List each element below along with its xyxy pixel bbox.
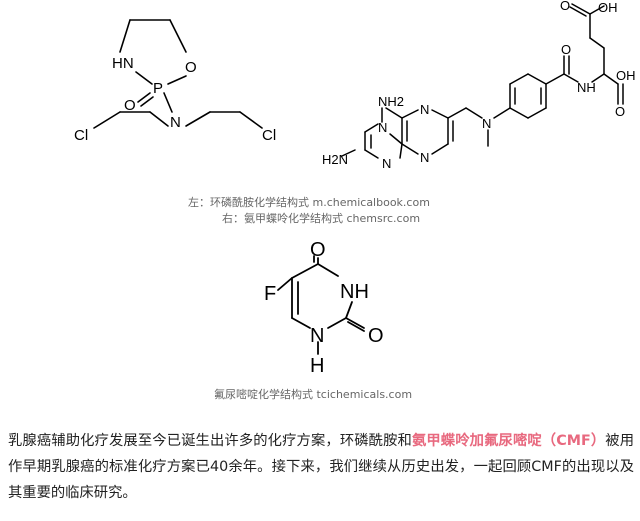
- paragraph-text-after: 被用作早期乳腺癌的标准化疗方案已40余年。接下来，我们继续从历史出发，一起回顾C…: [8, 433, 634, 501]
- atom-n-ring-3: N: [420, 102, 429, 117]
- atom-hn: HN: [112, 55, 134, 72]
- atom-p: P: [153, 80, 163, 97]
- atom-oh-acid: OH: [616, 68, 636, 83]
- caption-fluorouracil: 氟尿嘧啶化学结构式 tcichemicals.com: [214, 388, 413, 401]
- atom-n-bottom: N: [310, 325, 324, 347]
- atom-o-right: O: [368, 325, 384, 347]
- caption-right: 右：氨甲蝶呤化学结构式 chemsrc.com: [222, 212, 421, 225]
- atom-o-acid: O: [615, 104, 625, 119]
- atom-o-ring: O: [185, 59, 197, 76]
- atom-n-amine: N: [482, 116, 491, 131]
- paragraph-highlight: 氨甲蝶呤加氟尿嘧啶（CMF）: [411, 433, 606, 449]
- cyclophosphamide-structure: HN P O O N Cl Cl: [40, 0, 300, 170]
- atom-n: N: [170, 114, 181, 131]
- atom-nh-amide: NH: [577, 80, 596, 95]
- atom-o-top: O: [310, 239, 326, 261]
- atom-n-ring-4: N: [420, 150, 429, 165]
- paragraph-text-before: 乳腺癌辅助化疗发展至今已诞生出许多的化疗方案，环磷酰胺和: [8, 433, 412, 449]
- atom-cl-left: Cl: [74, 127, 88, 144]
- atom-cl-right: Cl: [262, 127, 276, 144]
- atom-o-eq: O: [124, 97, 136, 114]
- atom-o-side: O: [560, 0, 570, 13]
- atom-o-amide: O: [561, 42, 571, 57]
- atom-oh-side: OH: [598, 0, 618, 15]
- atom-n-ring-2: N: [382, 156, 391, 171]
- fluorouracil-structure: F O NH O N H: [240, 232, 420, 382]
- atom-nh: NH: [340, 281, 369, 303]
- atom-h2n: H2N: [322, 152, 348, 167]
- atom-h: H: [310, 355, 324, 377]
- atom-nh2-top: NH2: [378, 94, 404, 109]
- atom-n-ring-1: N: [378, 120, 387, 135]
- body-paragraph: 乳腺癌辅助化疗发展至今已诞生出许多的化疗方案，环磷酰胺和氨甲蝶呤加氟尿嘧啶（CM…: [8, 428, 634, 506]
- methotrexate-structure: NH2 H2N N N N N N NH O OH O OH O: [320, 0, 640, 190]
- atom-f: F: [264, 283, 276, 305]
- caption-left: 左：环磷酰胺化学结构式 m.chemicalbook.com: [188, 196, 430, 209]
